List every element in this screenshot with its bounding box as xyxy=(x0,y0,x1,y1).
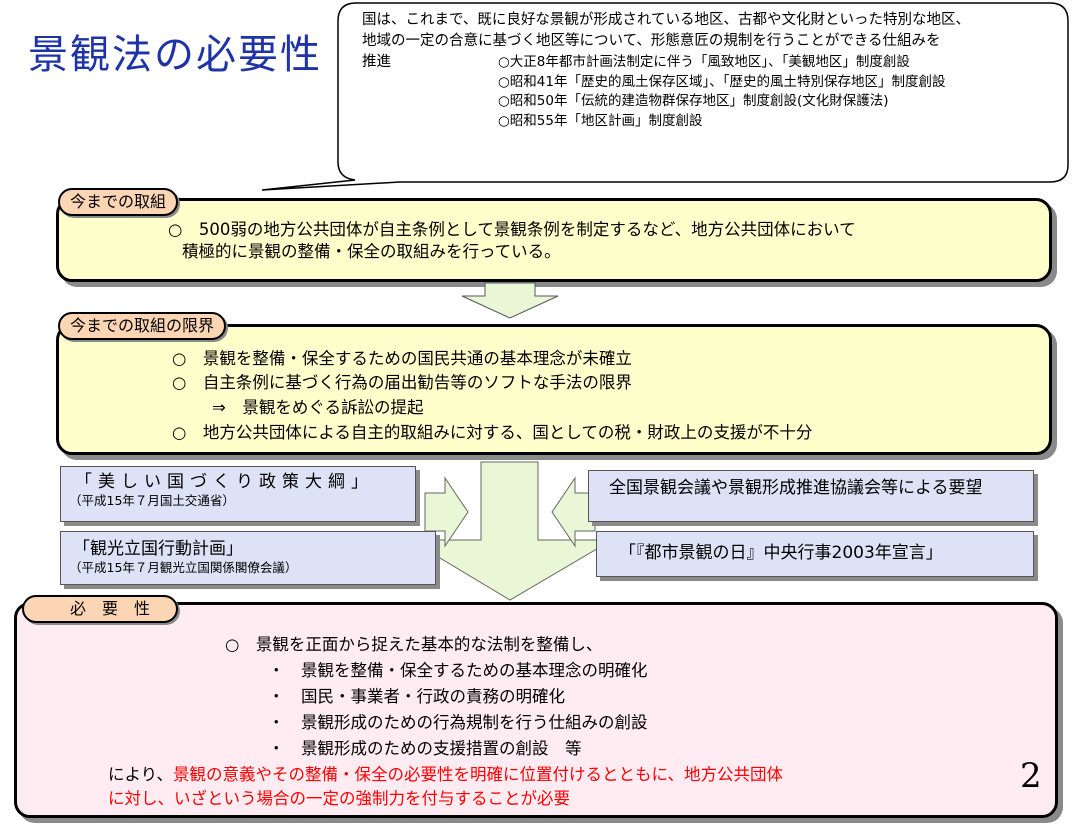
page-number: 2 xyxy=(1020,756,1042,796)
callout-item: ○昭和55年「地区計画」制度創設 xyxy=(498,112,703,129)
necessity-tag: 必 要 性 xyxy=(22,595,179,623)
current-efforts-tag: 今までの取組 xyxy=(58,188,179,216)
conclusion-prefix: により、 xyxy=(108,765,174,784)
policy-outline-title: 「美しい国づくり政策大綱」 xyxy=(75,472,374,492)
callout-item: ○大正8年都市計画法制定に伴う「風致地区」、「美観地区」制度創設 xyxy=(498,54,910,70)
conclusion-emphasis: 景観の意義やその整備・保全の必要性を明確に位置付けるとともに、地方公共団体 xyxy=(173,765,784,784)
current-efforts-line: ○ 500弱の地方公共団体が自主条例として景観条例を制定するなど、地方公共団体に… xyxy=(168,220,856,239)
necessity-bullet: ・ 景観を整備・保全するための基本理念の明確化 xyxy=(268,661,648,680)
limitations-tag: 今までの取組の限界 xyxy=(58,312,227,340)
necessity-intro: ○ 景観を正面から捉えた基本的な法制を整備し、 xyxy=(225,635,603,654)
policy-outline-box: 「美しい国づくり政策大綱」 （平成15年７月国土交通省） xyxy=(60,466,416,522)
callout-line: 国は、これまで、既に良好な景観が形成されている地区、古都や文化財といった特別な地… xyxy=(362,12,970,28)
current-efforts-panel xyxy=(56,198,1052,282)
necessity-conclusion: により、景観の意義やその整備・保全の必要性を明確に位置付けるとともに、地方公共団… xyxy=(108,764,783,786)
city-landscape-day-box: 「『都市景観の日』中央行事2003年宣言」 xyxy=(596,531,1034,577)
callout-item: ○昭和41年「歴史的風土保存区域」、「歴史的風土特別保存地区」制度創設 xyxy=(498,73,946,90)
callout-line: 推進 xyxy=(362,54,391,70)
necessity-panel xyxy=(14,602,1058,818)
callout-line: 地域の一定の合意に基づく地区等について、形態意匠の規制を行うことができる仕組みを xyxy=(362,33,941,49)
landscape-council-box: 全国景観会議や景観形成推進協議会等による要望 xyxy=(588,470,1034,522)
tourism-plan-note: （平成15年７月観光立国関係閣僚会議） xyxy=(69,560,298,575)
limitation-line: ○ 地方公共団体による自主的取組みに対する、国としての税・財政上の支援が不十分 xyxy=(172,423,813,442)
city-landscape-day-text: 「『都市景観の日』中央行事2003年宣言」 xyxy=(619,543,943,563)
conclusion-emphasis: に対し、いざという場合の一定の強制力を付与することが必要 xyxy=(108,789,570,808)
down-arrow-icon xyxy=(461,282,559,319)
tourism-plan-title: 「観光立国行動計画」 xyxy=(73,539,243,559)
policy-outline-note: （平成15年７月国土交通省） xyxy=(69,493,235,508)
necessity-bullet: ・ 景観形成のための行為規制を行う仕組みの創設 xyxy=(268,713,648,732)
callout-item: ○昭和50年「伝統的建造物群保存地区」制度創設(文化財保護法) xyxy=(498,93,889,109)
callout-text: 国は、これまで、既に良好な景観が形成されている地区、古都や文化財といった特別な地… xyxy=(362,10,1062,131)
landscape-council-text: 全国景観会議や景観形成推進協議会等による要望 xyxy=(609,478,983,498)
left-arrow-icon xyxy=(551,476,596,548)
limitations-panel xyxy=(56,324,1052,455)
necessity-bullet: ・ 国民・事業者・行政の責務の明確化 xyxy=(268,687,565,706)
tourism-plan-box: 「観光立国行動計画」 （平成15年７月観光立国関係閣僚会議） xyxy=(60,531,436,585)
page-title: 景観法の必要性 xyxy=(28,32,322,78)
current-efforts-line: 積極的に景観の整備・保全の取組みを行っている。 xyxy=(182,242,561,261)
limitation-line: ○ 景観を整備・保全するための国民共通の基本理念が未確立 xyxy=(172,349,632,368)
necessity-bullet: ・ 景観形成のための支援措置の創設 等 xyxy=(268,739,582,758)
limitation-line: ○ 自主条例に基づく行為の届出勧告等のソフトな手法の限界 xyxy=(172,373,632,392)
limitation-line: ⇒ 景観をめぐる訴訟の提起 xyxy=(212,398,424,417)
